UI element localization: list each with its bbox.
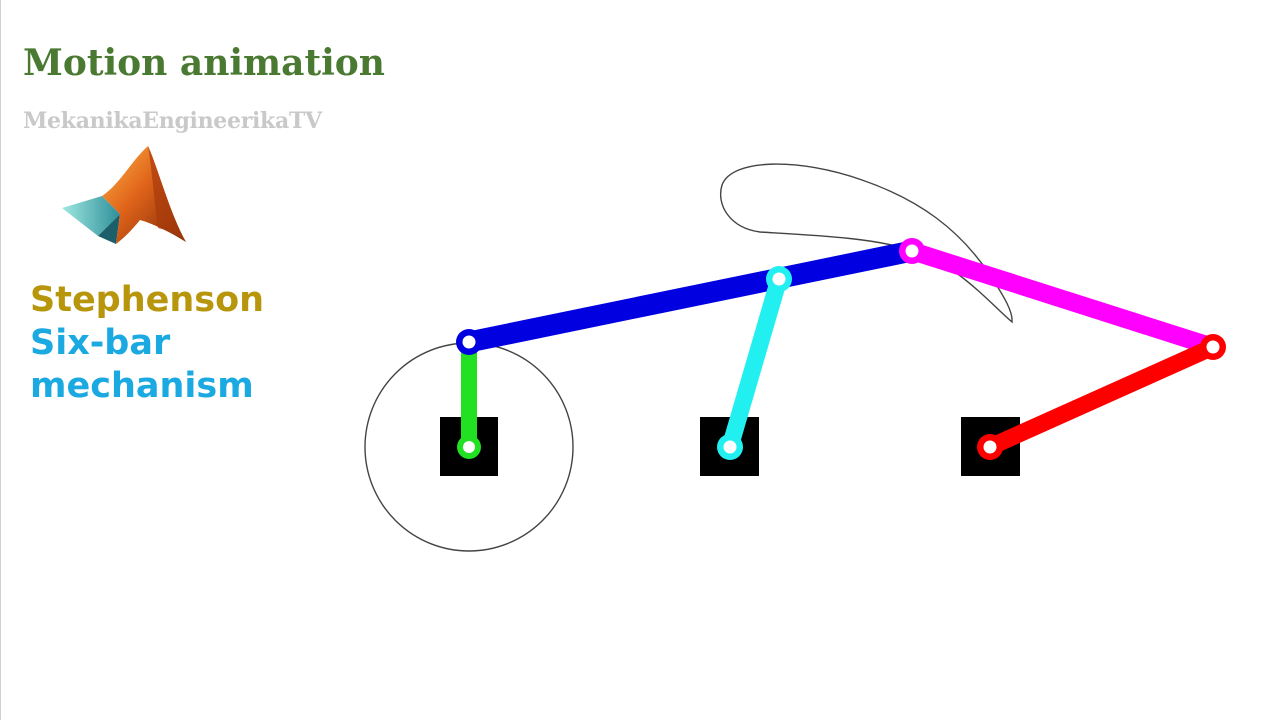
frame-edge — [0, 0, 1, 720]
label-stephenson: Stephenson — [30, 280, 265, 320]
label-mechanism: mechanism — [30, 366, 254, 406]
upper-link-magenta — [903, 242, 1222, 356]
rocker-link-cyan — [721, 270, 788, 456]
coupler-link-blue — [458, 240, 923, 353]
coupler-curve-trace — [720, 163, 1013, 324]
output-link-red — [981, 338, 1222, 456]
label-six-bar: Six-bar — [30, 323, 171, 363]
matlab-logo-icon — [62, 146, 186, 244]
channel-name: MekanikaEngineerikaTV — [23, 108, 322, 134]
page-title: Motion animation — [23, 42, 385, 84]
